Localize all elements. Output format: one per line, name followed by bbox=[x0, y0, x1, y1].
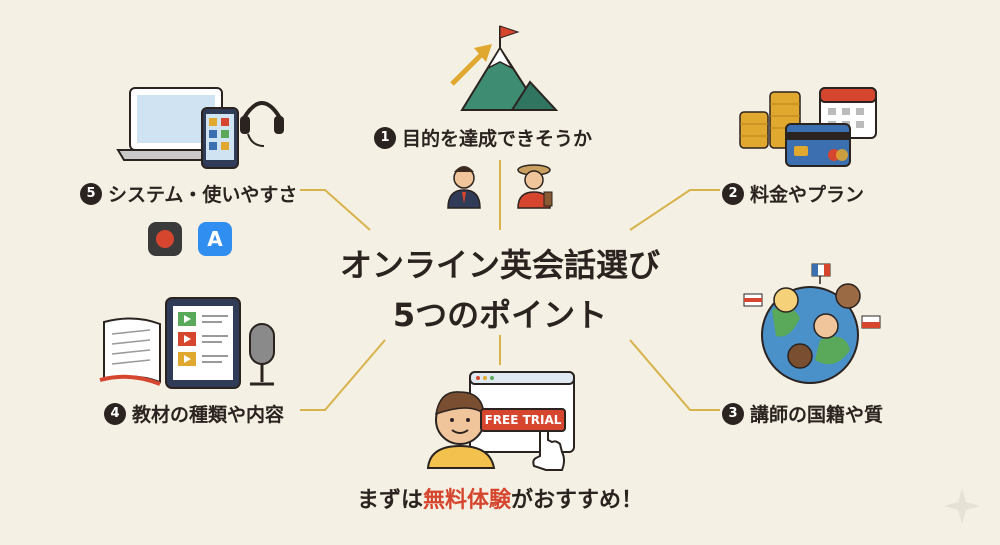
traveler-icon bbox=[517, 164, 553, 209]
point-4: 4 教材の種類や内容 bbox=[104, 400, 284, 427]
sparkle-icon bbox=[944, 488, 980, 524]
app-store-icon: A bbox=[198, 222, 232, 256]
point-5-number: 5 bbox=[80, 182, 102, 205]
title-line-2: 5つのポイント bbox=[392, 296, 608, 334]
point-1: 1 目的を達成できそうか bbox=[374, 124, 592, 151]
credit-card-icon bbox=[785, 123, 851, 167]
point-2: 2 料金やプラン bbox=[722, 180, 864, 207]
point-5: 5 システム・使いやすさ bbox=[80, 180, 297, 207]
record-app-icon bbox=[148, 222, 182, 256]
cta-highlight: 無料体験 bbox=[422, 488, 511, 513]
point-1-number: 1 bbox=[374, 126, 396, 149]
connector-5 bbox=[300, 189, 371, 231]
point-3: 3 講師の国籍や質 bbox=[722, 400, 883, 427]
free-trial-label: FREE TRIAL bbox=[484, 413, 562, 427]
microphone-icon bbox=[249, 323, 275, 386]
point-4-label: 教材の種類や内容 bbox=[132, 404, 285, 426]
person-icon bbox=[426, 391, 496, 469]
coins-icon bbox=[739, 91, 801, 149]
headset-icon bbox=[240, 101, 284, 147]
point-3-number: 3 bbox=[722, 402, 744, 425]
smartphone-icon bbox=[201, 107, 239, 169]
video-tablet-icon bbox=[165, 297, 241, 389]
mountain-flag-icon bbox=[450, 25, 559, 111]
title-line-1: オンライン英会話選び bbox=[339, 246, 660, 284]
center-title: オンライン英会話選び 5つのポイント bbox=[300, 240, 700, 340]
point-4-number: 4 bbox=[104, 402, 126, 425]
point-1-label: 目的を達成できそうか bbox=[402, 128, 593, 150]
connector-lines bbox=[300, 160, 720, 411]
businessman-icon bbox=[447, 166, 481, 209]
point-5-label: システム・使いやすさ bbox=[108, 184, 298, 206]
connector-4 bbox=[300, 339, 386, 411]
cta-text: まずは無料体験がおすすめ！ bbox=[250, 482, 750, 514]
free-trial-button[interactable]: FREE TRIAL bbox=[480, 408, 566, 432]
globe-faces-icon bbox=[743, 263, 881, 384]
point-2-number: 2 bbox=[722, 182, 744, 205]
cta-suffix: がおすすめ！ bbox=[511, 488, 644, 513]
book-icon bbox=[99, 317, 161, 386]
cta-prefix: まずは bbox=[356, 488, 423, 513]
point-2-label: 料金やプラン bbox=[750, 184, 865, 206]
connector-2 bbox=[629, 189, 720, 231]
point-3-label: 講師の国籍や質 bbox=[750, 404, 884, 426]
connector-3 bbox=[629, 339, 720, 411]
